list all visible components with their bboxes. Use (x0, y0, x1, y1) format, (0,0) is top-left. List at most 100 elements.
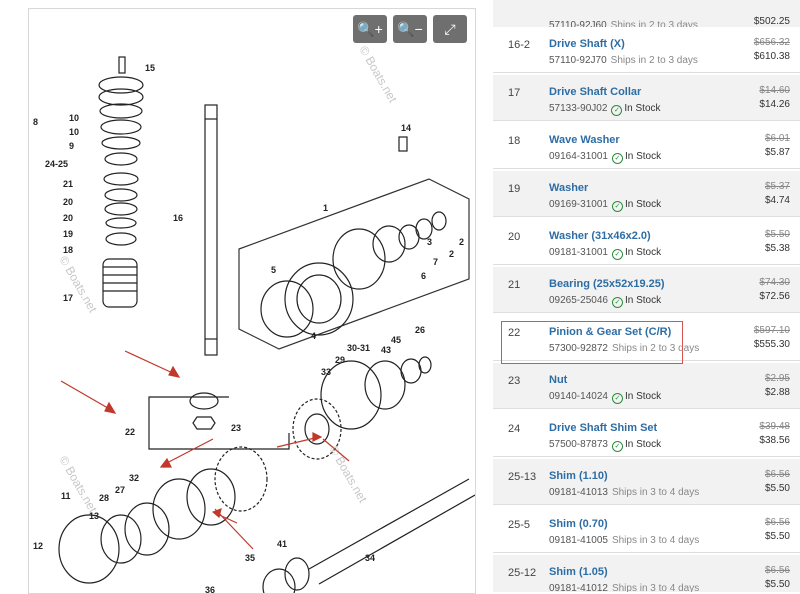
callout-label: 11 (61, 491, 71, 501)
check-circle-icon: ✓ (611, 153, 623, 164)
stock-status: ✓In Stock (608, 391, 661, 404)
reference-number: 16-2 (508, 39, 531, 51)
original-price: $74.30 (759, 277, 790, 288)
sale-price: $502.25 (753, 16, 790, 27)
part-number: 09169-31001✓In Stock (549, 199, 662, 212)
stock-status: ✓In Stock (607, 103, 661, 116)
reference-number: 22 (508, 327, 521, 339)
callout-label: 43 (381, 345, 391, 355)
reference-number: 23 (508, 375, 521, 387)
fullscreen-button[interactable]: ⤢ (433, 15, 467, 43)
callout-label: 2 (449, 249, 454, 259)
callout-label: 10 (69, 127, 79, 137)
original-price: $14.60 (759, 85, 790, 96)
shipping-estimate: Ships in 2 to 3 days (610, 55, 698, 66)
sale-price: $2.88 (764, 387, 790, 398)
part-name-link[interactable]: Shim (1.10) (549, 470, 608, 482)
parts-diagram-panel[interactable]: © Boats.net © Boats.net © Boats.net © Bo… (28, 8, 476, 594)
part-name-link[interactable]: Washer (549, 182, 589, 194)
callout-label: 4 (311, 331, 316, 341)
reference-number: 17 (508, 87, 521, 99)
check-circle-icon: ✓ (611, 393, 623, 404)
reference-number: 21 (508, 279, 521, 291)
callout-label: 28 (99, 493, 109, 503)
callout-label: 7 (433, 257, 438, 267)
shipping-estimate: Ships in 2 to 3 days (610, 20, 698, 31)
callout-label: 27 (115, 485, 125, 495)
callout-label: 34 (365, 553, 375, 563)
watermark: © Boats.net (356, 44, 400, 106)
callout-label: 23 (231, 423, 241, 433)
sale-price: $5.87 (764, 147, 790, 158)
callout-label: 6 (421, 271, 426, 281)
callout-label: 1 (323, 203, 328, 213)
part-name-link[interactable]: Pinion & Gear Set (C/R) (549, 326, 672, 338)
check-circle-icon: ✓ (611, 441, 623, 452)
part-name-link[interactable]: Wave Washer (549, 134, 620, 146)
callout-label: 15 (145, 63, 155, 73)
callout-label: 5 (271, 265, 276, 275)
part-name-link[interactable]: Drive Shaft Collar (549, 86, 642, 98)
reference-number: 18 (508, 135, 521, 147)
callout-label: 3 (427, 237, 432, 247)
shipping-estimate: Ships in 3 to 4 days (611, 535, 700, 546)
watermark: © Boats.net (326, 444, 370, 506)
part-name-link[interactable]: Bearing (25x52x19.25) (549, 278, 665, 290)
reference-number: 20 (508, 231, 521, 243)
callout-label: 24-25 (45, 159, 68, 169)
part-number: 09140-14024✓In Stock (549, 391, 662, 404)
original-price: $39.48 (759, 421, 790, 432)
part-name-link[interactable]: Washer (31x46x2.0) (549, 230, 651, 242)
callout-label: 8 (33, 117, 38, 127)
callout-label: 19 (63, 229, 73, 239)
part-name-link[interactable]: Drive Shaft (X) (549, 38, 625, 50)
watermark: © Boats.net (56, 254, 100, 316)
callout-label: 2 (459, 237, 464, 247)
part-number: 57500-87873✓In Stock (549, 439, 662, 452)
zoom-in-button[interactable]: 🔍+ (353, 15, 387, 43)
original-price: $6.56 (764, 469, 790, 480)
callout-label: 30-31 (347, 343, 370, 353)
part-row[interactable]: 20 Washer (31x46x2.0) 09181-31001✓In Stock… (493, 219, 800, 265)
reference-number: 25-5 (508, 519, 531, 531)
zoom-out-button[interactable]: 🔍− (393, 15, 427, 43)
sale-price: $5.38 (764, 243, 790, 254)
callout-label: 17 (63, 293, 73, 303)
part-number: 09164-31001✓In Stock (549, 151, 662, 164)
callout-label: 32 (129, 473, 139, 483)
callout-label: 35 (245, 553, 255, 563)
callout-label: 26 (415, 325, 425, 335)
callout-label: 10 (69, 113, 79, 123)
shipping-estimate: Ships in 3 to 4 days (611, 487, 700, 498)
sale-price: $4.74 (764, 195, 790, 206)
zoom-in-icon: 🔍+ (357, 20, 383, 37)
reference-number: 19 (508, 183, 521, 195)
check-circle-icon: ✓ (611, 105, 623, 116)
original-price: $656.32 (753, 37, 790, 48)
part-name-link[interactable]: Shim (0.70) (549, 518, 608, 530)
callout-label: 22 (125, 427, 135, 437)
callout-label: 45 (391, 335, 401, 345)
part-number: 09181-31001✓In Stock (549, 247, 662, 260)
part-name-link[interactable]: Shim (1.05) (549, 566, 608, 578)
sale-price: $5.50 (764, 579, 790, 590)
part-name-link[interactable]: Nut (549, 374, 568, 386)
part-name-link[interactable]: Drive Shaft Shim Set (549, 422, 658, 434)
